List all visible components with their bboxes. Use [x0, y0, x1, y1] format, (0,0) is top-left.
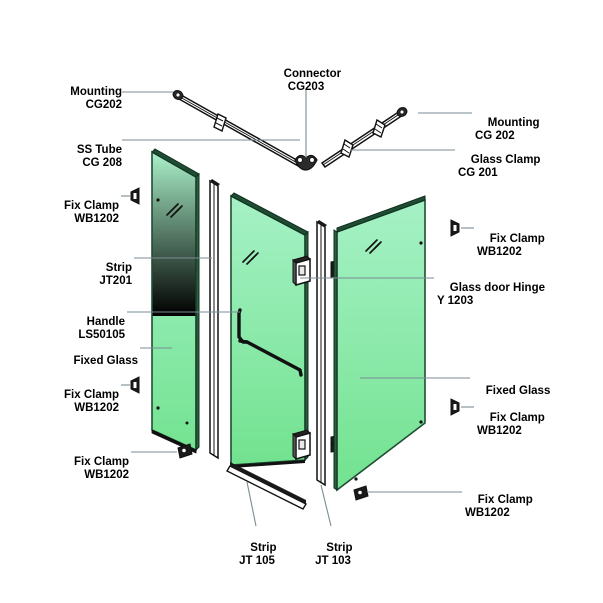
- label-line1: Fix Clamp: [477, 493, 533, 506]
- glass-door-hinge-upper: [292, 255, 338, 287]
- strip-jt105-top-face: [230, 462, 306, 504]
- connector-cg203-part: [294, 154, 318, 171]
- right-glass-face: [336, 198, 426, 492]
- label-line1: Strip: [105, 261, 132, 274]
- strip-jt105-body: [226, 465, 307, 510]
- right-fixed-glass-panel: [333, 195, 426, 492]
- right-glass-hole-top: [419, 241, 423, 245]
- label-fixed-glass-left: Fixed Glass: [0, 341, 138, 382]
- label-line1: Fixed Glass: [485, 384, 551, 397]
- label-line2: CG 201: [458, 167, 498, 179]
- label-line2: WB1202: [477, 425, 522, 437]
- left-glass-hole-top: [156, 198, 160, 202]
- label-fixed-glass-right: Fixed Glass: [473, 371, 603, 412]
- label-line1: Connector: [283, 67, 342, 80]
- label-line1: Glass door Hinge: [449, 281, 545, 294]
- left-glass-hole-bottom: [156, 406, 160, 410]
- label-line1: Fix Clamp: [64, 388, 119, 401]
- leader-strip-jt103: [320, 484, 332, 527]
- left-glass-hole-low: [185, 421, 189, 425]
- support-bar-right: [320, 106, 408, 169]
- label-line2: JT 105: [239, 555, 275, 567]
- glass-door-hinge-lower: [292, 429, 338, 461]
- label-line1: SS Tube: [76, 143, 122, 156]
- label-line1: Mounting: [487, 116, 540, 129]
- left-fixed-glass-panel: [151, 148, 200, 454]
- fix-clamp-icon-6: [353, 485, 369, 501]
- label-line2: JT201: [99, 275, 132, 287]
- label-line2: LS50105: [78, 329, 125, 341]
- label-line2: WB1202: [84, 469, 129, 481]
- left-glass-face: [151, 150, 197, 452]
- label-line1: Glass Clamp: [470, 153, 541, 166]
- fix-clamp-icon-5: [450, 398, 460, 416]
- strip-jt103-top-cap: [317, 220, 327, 227]
- label-line2: CG202: [85, 99, 122, 111]
- label-line1: Fix Clamp: [64, 199, 119, 212]
- mounting-cg202-right-part: [396, 106, 408, 118]
- label-line2: Y 1203: [437, 295, 474, 307]
- center-glass-bottom-edge: [231, 460, 305, 468]
- strip-jt103-part: [316, 220, 327, 487]
- label-line2: CG 208: [82, 157, 122, 169]
- right-glass-hole-bottom: [419, 420, 423, 424]
- fix-clamp-icon-3: [177, 443, 193, 459]
- label-line1: Mounting: [70, 85, 122, 98]
- center-glass-side-edge: [304, 230, 309, 462]
- label-line1: Fixed Glass: [73, 354, 138, 367]
- leader-strip-jt105: [246, 481, 257, 527]
- fix-clamp-icon-1: [130, 187, 140, 205]
- label-line2: WB1202: [477, 246, 522, 258]
- right-glass-top-edge: [336, 195, 426, 233]
- label-line2: WB1202: [465, 507, 510, 519]
- label-line2: CG203: [287, 81, 325, 93]
- mounting-cg202-left-part: [172, 89, 184, 101]
- center-glass-shine-icon: [242, 250, 259, 265]
- label-line2: WB1202: [74, 402, 119, 414]
- label-line2: JT 103: [315, 555, 351, 567]
- right-glass-shine-icon: [365, 239, 382, 254]
- label-line1: Strip: [250, 541, 277, 554]
- right-glass-hole-low: [354, 477, 358, 481]
- leader-lines: [121, 90, 474, 527]
- strip-jt105-part: [226, 462, 307, 510]
- center-glass-face: [230, 194, 306, 466]
- center-door-glass-panel: [230, 192, 309, 468]
- fix-clamp-icon-2: [130, 376, 140, 394]
- label-line1: Fix Clamp: [489, 411, 545, 424]
- left-glass-shine-icon: [166, 203, 183, 218]
- label-line1: Fix Clamp: [74, 455, 129, 468]
- label-line1: Handle: [86, 315, 125, 328]
- right-glass-left-edge: [333, 229, 338, 491]
- label-line2: WB1202: [74, 213, 119, 225]
- glass-clamp-cg201-right-part-2: [340, 138, 354, 158]
- label-line2: CG 202: [475, 130, 515, 142]
- label-line1: Fix Clamp: [489, 232, 545, 245]
- strip-jt201-top-cap: [210, 179, 220, 186]
- strip-jt201-part: [209, 179, 220, 460]
- glass-clamp-cg201-right-part: [372, 118, 386, 138]
- fix-clamp-icon-4: [450, 219, 460, 237]
- label-line1: Strip: [326, 541, 353, 554]
- glass-clamp-cg201-left-part: [213, 113, 227, 132]
